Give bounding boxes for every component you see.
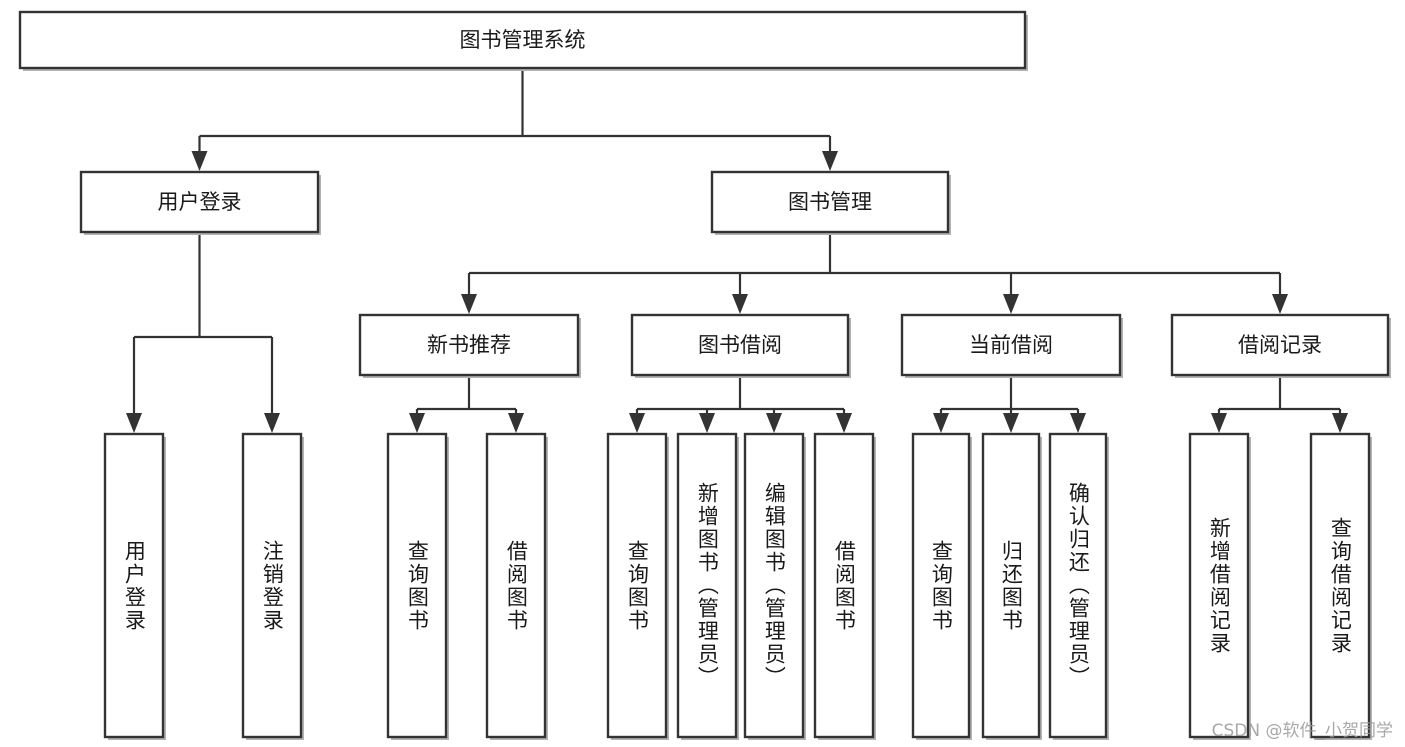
node-leaf-query-record[interactable]	[1309, 432, 1371, 739]
node-leaf-user-login[interactable]	[103, 432, 165, 739]
arrow-to-user-login	[191, 151, 208, 171]
node-borrow-record-label: 借阅记录	[1238, 333, 1322, 357]
node-user-login[interactable]	[79, 170, 320, 234]
node-new-book-recommend-label: 新书推荐	[427, 333, 511, 357]
node-borrow-record[interactable]	[1170, 313, 1390, 377]
node-book-manage-label: 图书管理	[788, 190, 872, 214]
node-new-book-recommend[interactable]	[358, 313, 580, 377]
node-book-borrow[interactable]	[630, 313, 850, 377]
arrow-to-leaf-query-book-1	[409, 413, 425, 433]
arrow-to-leaf-query-book-3	[933, 413, 949, 433]
arrow-to-leaf-add-record	[1211, 413, 1227, 433]
node-book-borrow-label: 图书借阅	[698, 333, 782, 357]
node-boxes	[18, 10, 1391, 740]
node-leaf-edit-book[interactable]	[743, 432, 805, 739]
node-leaf-query-book-2[interactable]	[606, 432, 668, 739]
node-current-borrow[interactable]	[900, 313, 1122, 377]
arrow-to-current-borrow	[1003, 294, 1019, 314]
arrow-to-leaf-confirm-return	[1070, 413, 1086, 433]
arrow-to-leaf-borrow-book-1	[508, 413, 524, 433]
node-title-label: 图书管理系统	[460, 28, 586, 52]
node-leaf-add-record[interactable]	[1188, 432, 1250, 739]
connector-edges	[126, 68, 1348, 433]
node-title[interactable]	[18, 10, 1027, 70]
node-leaf-logout[interactable]	[241, 432, 303, 739]
node-leaf-borrow-book-1[interactable]	[485, 432, 547, 739]
node-book-manage[interactable]	[710, 170, 950, 234]
node-leaf-add-book[interactable]	[676, 432, 738, 739]
arrow-to-leaf-add-book	[699, 413, 715, 433]
node-leaf-query-book-1[interactable]	[386, 432, 448, 739]
node-current-borrow-label: 当前借阅	[969, 333, 1053, 357]
arrow-to-new-book-recommend	[461, 294, 477, 314]
arrow-to-book-borrow	[732, 294, 748, 314]
arrow-to-leaf-query-book-2	[629, 413, 645, 433]
arrow-to-leaf-edit-book	[766, 413, 782, 433]
arrow-to-leaf-logout	[264, 413, 280, 433]
arrow-to-leaf-return-book	[1003, 413, 1019, 433]
node-leaf-confirm-return[interactable]	[1048, 432, 1108, 739]
arrow-to-leaf-query-record	[1332, 413, 1348, 433]
csdn-watermark: CSDN @软件_小贺同学	[1211, 721, 1393, 741]
arrow-to-borrow-record	[1272, 294, 1288, 314]
node-leaf-query-book-3[interactable]	[911, 432, 971, 739]
arrow-to-book-manage	[822, 151, 838, 171]
arrow-to-leaf-user-login	[126, 413, 142, 433]
node-user-login-label: 用户登录	[158, 190, 242, 214]
arrow-to-leaf-borrow-book-2	[836, 413, 852, 433]
node-leaf-borrow-book-2[interactable]	[813, 432, 875, 739]
node-leaf-return-book[interactable]	[981, 432, 1041, 739]
